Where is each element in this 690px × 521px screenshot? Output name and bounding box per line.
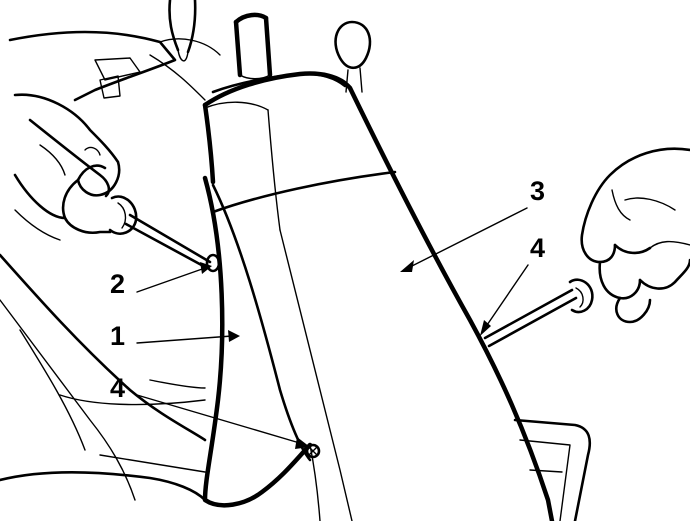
upper-column-cover (202, 71, 555, 521)
callout-2-label: 2 (110, 269, 125, 299)
screw-2-head (205, 253, 221, 273)
screw-4-lower-head (305, 443, 321, 459)
right-hand-with-screwdriver (483, 147, 690, 348)
callout-labels: 3 4 2 1 4 (110, 176, 545, 403)
callout-4-right-label: 4 (530, 233, 545, 263)
callout-4-lower-label: 4 (110, 373, 125, 403)
steering-shaft (233, 12, 273, 80)
wiper-stalk-knob (334, 20, 372, 93)
callout-leaders (136, 207, 529, 449)
left-hand-with-screwdriver (13, 93, 212, 270)
lower-column-cover (202, 175, 353, 521)
callout-3-label: 3 (530, 176, 545, 206)
dashboard-background (0, 30, 592, 521)
callout-1-label: 1 (110, 321, 125, 351)
turn-signal-stalk (168, 0, 197, 62)
